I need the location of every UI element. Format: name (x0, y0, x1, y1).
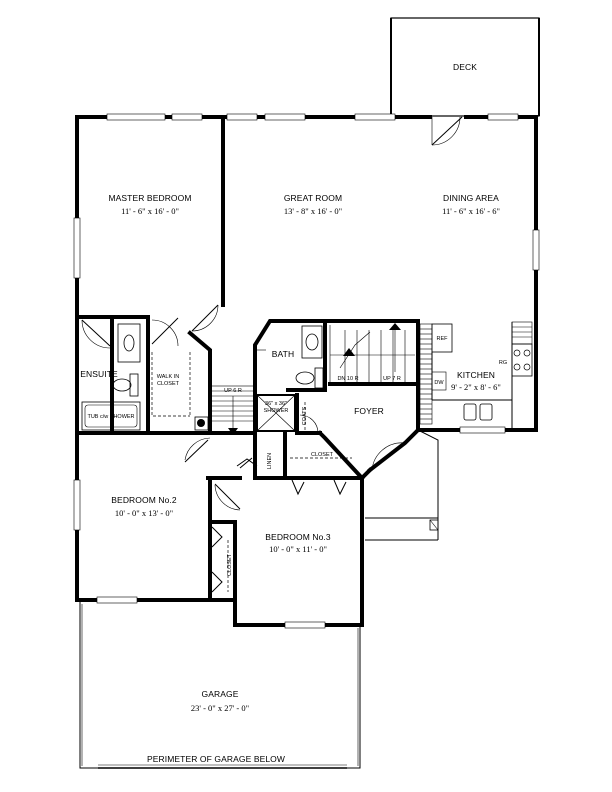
door-swings (81, 304, 406, 593)
foyer-label: FOYER (354, 406, 384, 416)
dw-label: DW (434, 380, 444, 386)
master-bedroom-dims: 11' - 6" x 16' - 0" (121, 206, 179, 216)
deck-door (431, 116, 463, 146)
bedroom2-label: BEDROOM No.2 (111, 495, 177, 505)
stairs-left: UP 6 R (210, 385, 256, 435)
kitchen-fixtures: REF DW RG (419, 321, 533, 428)
great-room-dims: 13' - 8" x 16' - 0" (284, 206, 342, 216)
bedroom3-dims: 10' - 0" x 11' - 0" (269, 544, 327, 554)
deck: DECK (390, 17, 540, 117)
deck-label: DECK (453, 62, 477, 72)
rg-label: RG (499, 360, 507, 366)
shower-label-1: 36" x 36" (265, 401, 287, 407)
garage: GARAGE 23' - 0" x 27' - 0" PERIMETER OF … (79, 600, 361, 769)
garage-perimeter-note: PERIMETER OF GARAGE BELOW (147, 754, 285, 764)
ensuite-label: ENSUITE (80, 369, 118, 379)
tub-shower-label: TUB c/w SHOWER (87, 414, 134, 420)
bath-fixtures (295, 325, 324, 389)
room-labels: MASTER BEDROOM 11' - 6" x 16' - 0" GREAT… (80, 193, 501, 554)
linen-label: LINEN (267, 453, 273, 469)
bedroom2-dims: 10' - 0" x 13' - 0" (115, 508, 173, 518)
closet-hall-label: CLOSET (311, 452, 334, 458)
stair-dn-10r-label: DN 10 R (337, 376, 358, 382)
closet-bed2-label: CLOSET (227, 553, 233, 576)
great-room-label: GREAT ROOM (284, 193, 342, 203)
coats-label: COATS (302, 406, 308, 425)
stairs-right: DN 10 R UP 7 R (329, 323, 415, 384)
shower-label-2: SHOWER (264, 408, 289, 414)
closet-dashes (227, 402, 352, 592)
walk-in-closet-dash (151, 352, 191, 417)
fixture-labels: 36" x 36" SHOWER COATS LINEN CLOSET CLOS… (227, 401, 334, 576)
bath-label: BATH (272, 349, 294, 359)
walk-in-closet-label-1: WALK IN (157, 374, 179, 380)
stair-up-6r-label: UP 6 R (224, 388, 242, 394)
dining-area-label: DINING AREA (443, 193, 499, 203)
kitchen-label: KITCHEN (457, 370, 495, 380)
dining-area-dims: 11' - 6" x 16' - 6" (442, 206, 500, 216)
interior-walls (75, 115, 420, 602)
garage-dims: 23' - 0" x 27' - 0" (191, 703, 249, 713)
garage-label: GARAGE (202, 689, 239, 699)
kitchen-dims: 9' - 2" x 8' - 6" (451, 382, 501, 392)
stair-up-7r-label: UP 7 R (383, 376, 401, 382)
ref-label: REF (437, 336, 449, 342)
entry-walkway (365, 429, 439, 541)
ensuite-fixtures: TUB c/w SHOWER (81, 323, 209, 431)
master-bedroom-label: MASTER BEDROOM (108, 193, 191, 203)
bedroom3-label: BEDROOM No.3 (265, 532, 331, 542)
walk-in-closet-label-2: CLOSET (157, 381, 180, 387)
windows (73, 113, 540, 629)
